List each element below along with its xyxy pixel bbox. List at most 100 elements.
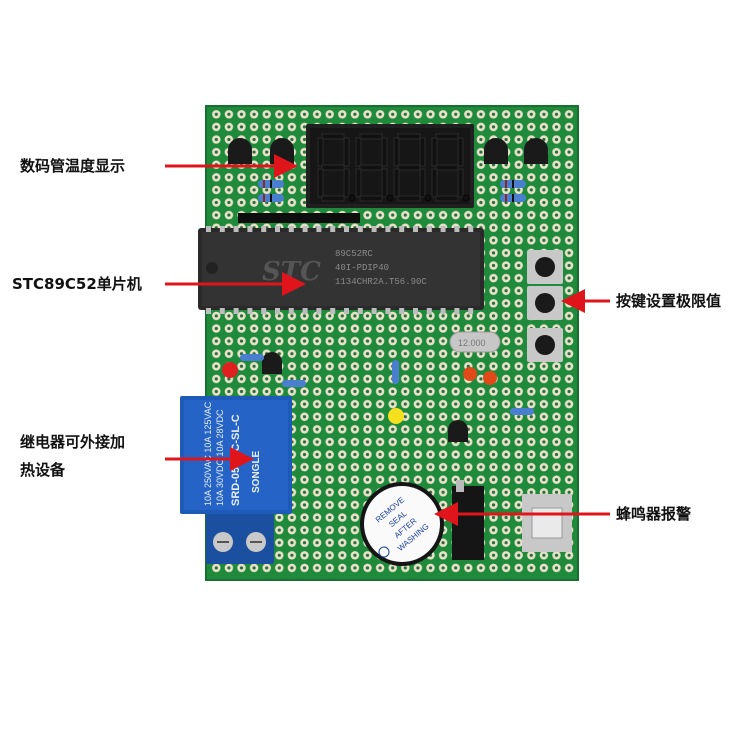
mcu-pin	[233, 308, 239, 314]
display-segment	[393, 137, 400, 167]
transistor-left-2	[270, 138, 294, 164]
power-jack	[452, 480, 484, 560]
resistor	[500, 180, 526, 188]
mcu-pin	[261, 226, 267, 232]
mcu-pin	[288, 308, 294, 314]
crystal: 12.000	[449, 331, 501, 353]
transistor-left-1	[228, 138, 252, 164]
display-segment	[321, 164, 345, 171]
mcu-pin	[399, 308, 405, 314]
label-relay: 继电器可外接加 热设备	[20, 428, 170, 484]
screw-terminal	[206, 514, 274, 564]
mcu-pin	[275, 226, 280, 232]
mcu-pin	[206, 226, 211, 232]
relay: 10A 250VAC 10A 125VAC 10A 30VDC 10A 28VD…	[180, 396, 292, 514]
resistor	[258, 180, 284, 188]
mcu-pin	[288, 226, 294, 232]
chip-line2: 40I-PDIP40	[335, 263, 389, 273]
display-segment	[397, 164, 421, 171]
display-segment	[419, 137, 426, 167]
display-segment	[435, 195, 459, 202]
mcu-pin	[330, 308, 336, 314]
crystal-marking: 12.000	[458, 338, 486, 348]
resistor	[500, 194, 526, 202]
transistor-right-1	[484, 138, 508, 164]
display-segment	[359, 164, 383, 171]
resistor	[392, 360, 399, 384]
mcu-pin	[344, 226, 349, 232]
mcu-pin	[275, 308, 280, 314]
display-segment	[435, 164, 459, 171]
display-segment	[457, 137, 464, 167]
mcu-pin	[454, 226, 460, 232]
display-dot	[424, 194, 432, 202]
display-dot	[462, 194, 470, 202]
mcu-pin	[440, 308, 446, 314]
mcu-pin	[454, 308, 460, 314]
power-switch	[522, 494, 572, 552]
mcu-pin	[357, 308, 363, 314]
mcu-pin	[330, 226, 336, 232]
mcu-pin	[440, 226, 446, 232]
display-segment	[393, 168, 400, 198]
mcu-pin	[219, 308, 225, 314]
transistor-right-2	[524, 138, 548, 164]
mcu-pin	[413, 308, 418, 314]
display-segment	[321, 133, 345, 140]
relay-rating1: 10A 250VAC 10A 125VAC	[203, 401, 213, 506]
mcu-chip: STC 89C52RC 40I-PDIP40 1134CHR2A.T56.90C	[198, 226, 484, 314]
mcu-pin	[426, 226, 432, 232]
display-segment	[435, 133, 459, 140]
display-segment	[419, 168, 426, 198]
mcu-pin	[233, 226, 239, 232]
pin-header	[238, 213, 360, 223]
mcu-pin	[302, 308, 308, 314]
transistor	[448, 420, 468, 442]
display-segment	[381, 137, 388, 167]
relay-rating2: 10A 30VDC 10A 28VDC	[215, 409, 225, 506]
mcu-pin	[247, 308, 253, 314]
resistor	[258, 194, 284, 202]
chip-part: 89C52RC	[335, 249, 373, 259]
mcu-pin	[206, 308, 211, 314]
display-segment	[343, 168, 350, 198]
display-segment	[321, 195, 345, 202]
display-segment	[317, 168, 324, 198]
label-relay-line1: 继电器可外接加	[20, 433, 126, 451]
display-segment	[359, 133, 383, 140]
mcu-pin	[261, 308, 267, 314]
display-segment	[431, 168, 438, 198]
mcu-pin	[426, 308, 432, 314]
display-segment	[397, 133, 421, 140]
red-led	[222, 362, 238, 378]
mcu-pin	[219, 226, 225, 232]
mcu-pin	[385, 226, 391, 232]
tact-button-2	[527, 286, 563, 320]
chip-line3: 1134CHR2A.T56.90C	[335, 277, 427, 287]
mcu-pin	[399, 226, 405, 232]
relay-brand: SONGLE	[251, 450, 262, 493]
display-segment	[355, 168, 362, 198]
mcu-pin	[371, 226, 377, 232]
label-buttons: 按键设置极限值	[616, 292, 722, 310]
display-segment	[355, 137, 362, 167]
tact-button-1	[527, 250, 563, 284]
yellow-led	[388, 408, 404, 424]
display-segment	[317, 137, 324, 167]
mcu-pin	[413, 226, 418, 232]
label-display: 数码管温度显示	[20, 157, 126, 175]
label-mcu: STC89C52单片机	[12, 275, 142, 293]
mcu-pin	[247, 226, 253, 232]
mcu-pin	[468, 308, 474, 314]
resistor	[510, 408, 534, 415]
display-segment	[381, 168, 388, 198]
display-segment	[397, 195, 421, 202]
mcu-pin	[316, 308, 322, 314]
seven-segment-display	[306, 124, 474, 208]
resistor	[282, 380, 306, 387]
label-buzzer: 蜂鸣器报警	[616, 505, 692, 523]
mcu-pin	[371, 308, 377, 314]
display-dot	[386, 194, 394, 202]
capacitor	[463, 367, 477, 381]
